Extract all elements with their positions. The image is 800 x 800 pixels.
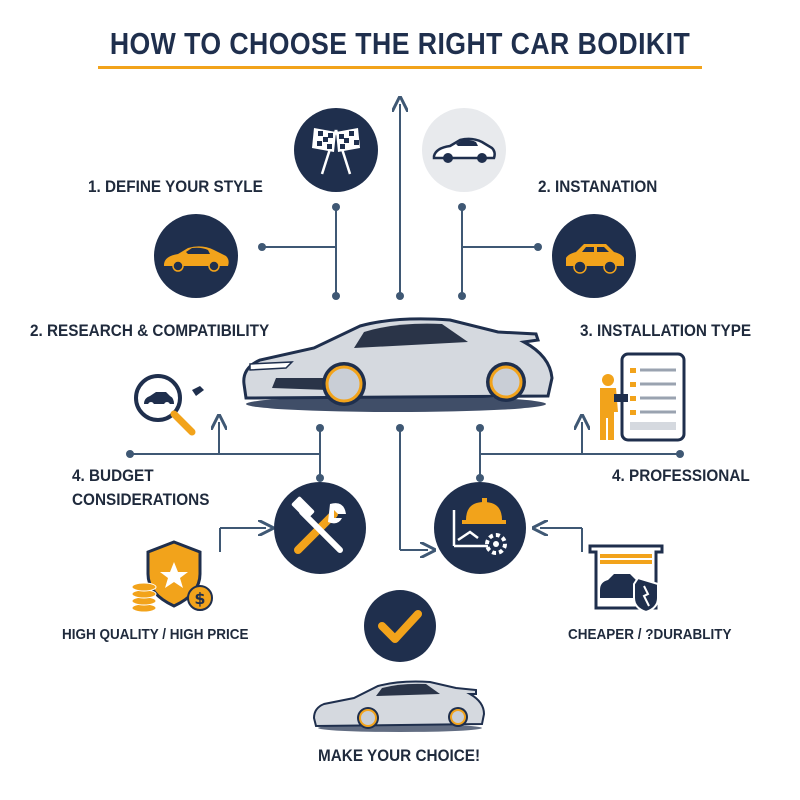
- car-magnifier-icon: [134, 374, 204, 436]
- garage-damage-icon: [588, 544, 664, 612]
- orange-sports-car-icon: [154, 214, 238, 298]
- budget-label-line2: CONSIDERATIONS: [72, 490, 210, 509]
- installation-type-label: 3. INSTALLATION TYPE: [580, 321, 752, 340]
- define-style-label: 1. DEFINE YOUR STYLE: [88, 177, 263, 196]
- cheaper-label: CHEAPER / ?DURABLITY: [568, 626, 732, 643]
- make-your-choice-label: MAKE YOUR CHOICE!: [318, 746, 481, 765]
- svg-text:$: $: [194, 589, 205, 608]
- title-underline: [98, 66, 702, 69]
- checkmark-icon: [364, 590, 436, 662]
- budget-label-line1: 4. BUDGET: [72, 466, 154, 485]
- professional-label: 4. PROFESSIONAL: [612, 466, 750, 485]
- wrench-hammer-icon: [274, 482, 366, 574]
- hardhat-settings-icon: [434, 482, 526, 574]
- orange-sedan-icon: [552, 214, 636, 298]
- checklist-tablet-icon: [600, 352, 686, 442]
- shield-money-icon: $: [131, 540, 213, 613]
- final-sports-car-icon: [312, 680, 486, 732]
- page-title: HOW TO CHOOSE THE RIGHT CAR BODIKIT: [109, 26, 691, 61]
- sports-car-icon: [422, 108, 506, 192]
- instanation-label: 2. INSTANATION: [538, 177, 658, 196]
- checkered-flags-icon: [294, 108, 378, 192]
- research-compatibility-label: 2. RESEARCH & COMPATIBILITY: [30, 321, 270, 340]
- hero-sports-car-icon: [242, 317, 554, 412]
- high-quality-label: HIGH QUALITY / HIGH PRICE: [62, 626, 249, 643]
